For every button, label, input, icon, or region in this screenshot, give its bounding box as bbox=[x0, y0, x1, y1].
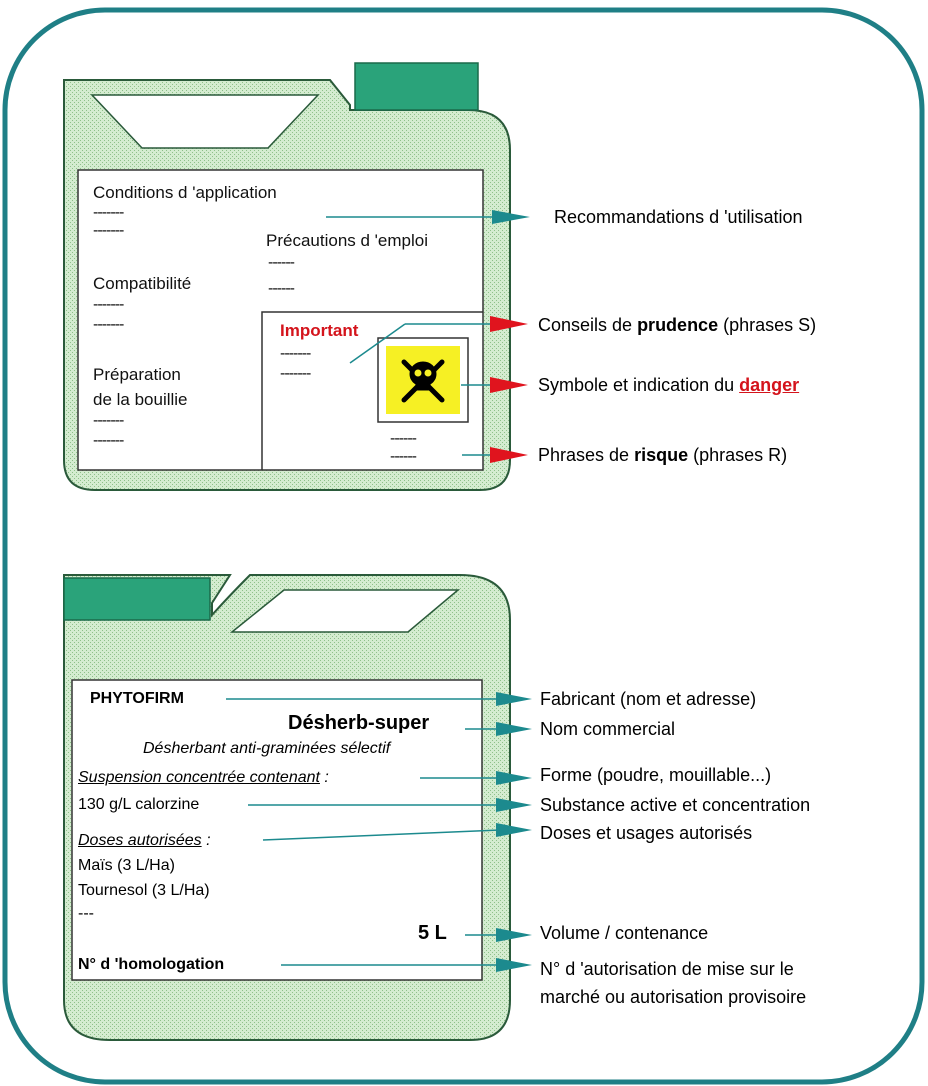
prep-title-1: Préparation bbox=[93, 365, 181, 384]
manufacturer-name: PHYTOFIRM bbox=[90, 690, 184, 707]
arrow-risque bbox=[490, 447, 528, 463]
callout-symbole-pre: Symbole et indication du bbox=[538, 375, 740, 395]
precautions-title: Précautions d 'emploi bbox=[266, 231, 428, 250]
formulation: Suspension concentrée contenant : bbox=[78, 767, 329, 789]
important-line-2: ------- bbox=[280, 365, 311, 382]
conditions-line-2: ------- bbox=[93, 222, 124, 239]
leader-doses bbox=[262, 829, 501, 841]
important-line-1: ------- bbox=[280, 345, 311, 362]
callout-risque: Phrases de risque (phrases R) bbox=[538, 444, 787, 466]
callout-risque-pre: Phrases de bbox=[538, 445, 635, 465]
conditions-line-1: ------- bbox=[93, 204, 124, 221]
doses-title-text: Doses autorisées bbox=[78, 832, 202, 849]
bottom-can-cap bbox=[63, 577, 211, 621]
arrow-forme bbox=[496, 771, 532, 785]
callout-recommandations: Recommandations d 'utilisation bbox=[554, 207, 803, 227]
formulation-suffix: : bbox=[319, 769, 329, 786]
compat-title: Compatibilité bbox=[93, 274, 192, 293]
active-substance: 130 g/L calorzine bbox=[78, 796, 200, 813]
callout-autorisation-1: N° d 'autorisation de mise sur le bbox=[540, 959, 794, 979]
arrow-substance bbox=[496, 798, 532, 812]
dose-mais: Maïs (3 L/Ha) bbox=[78, 857, 175, 874]
callout-forme: Forme (poudre, mouillable...) bbox=[540, 765, 772, 785]
callout-substance: Substance active et concentration bbox=[540, 795, 811, 815]
callout-conseils-bold: prudence bbox=[637, 315, 719, 335]
arrow-doses bbox=[496, 823, 532, 837]
callout-nom-commercial: Nom commercial bbox=[540, 719, 676, 739]
arrow-volume bbox=[496, 928, 532, 942]
precautions-line-1: ------ bbox=[268, 254, 295, 271]
callout-risque-bold: risque bbox=[634, 445, 689, 465]
callout-symbole-danger: danger bbox=[739, 375, 800, 395]
important-title: Important bbox=[280, 321, 359, 340]
callout-conseils: Conseils de prudence (phrases S) bbox=[538, 314, 816, 336]
product-desc: Désherbant anti-graminées sélectif bbox=[143, 740, 391, 757]
arrow-autorisation bbox=[496, 958, 532, 972]
homologation-number: N° d 'homologation bbox=[78, 956, 225, 973]
callout-symbole: Symbole et indication du danger bbox=[538, 374, 799, 396]
compat-line-2: ------- bbox=[93, 316, 124, 333]
callout-conseils-post: (phrases S) bbox=[718, 315, 817, 335]
doses-title: Doses autorisées : bbox=[78, 830, 211, 852]
important-box bbox=[261, 311, 483, 470]
top-can-cap bbox=[354, 62, 479, 111]
arrow-recommandations bbox=[492, 210, 530, 224]
callout-risque-post: (phrases R) bbox=[688, 445, 788, 465]
formulation-text: Suspension concentrée contenant bbox=[78, 769, 320, 786]
skull-crossbones-icon bbox=[401, 359, 445, 403]
risk-line-1: ------ bbox=[390, 430, 417, 447]
product-name: Désherb-super bbox=[288, 712, 430, 734]
bottom-label-area bbox=[71, 679, 483, 981]
conditions-title: Conditions d 'application bbox=[93, 183, 277, 202]
arrow-conseils bbox=[490, 316, 528, 332]
arrow-nom bbox=[496, 722, 532, 736]
bottom-can-handle bbox=[229, 589, 461, 633]
callout-volume: Volume / contenance bbox=[540, 923, 709, 943]
callout-conseils-pre: Conseils de bbox=[538, 315, 638, 335]
risk-line-2: ------ bbox=[390, 448, 417, 465]
prep-line-1: ------- bbox=[93, 412, 124, 429]
dose-tournesol: Tournesol (3 L/Ha) bbox=[78, 882, 210, 899]
top-can-handle bbox=[90, 94, 320, 149]
callout-autorisation-2: marché ou autorisation provisoire bbox=[540, 987, 807, 1007]
arrow-fabricant bbox=[496, 692, 532, 706]
leader-conseils bbox=[349, 323, 406, 364]
precautions-line-2: ------ bbox=[268, 280, 295, 297]
dose-more: --- bbox=[78, 905, 94, 922]
doses-title-suffix: : bbox=[201, 832, 211, 849]
callout-doses: Doses et usages autorisés bbox=[540, 823, 753, 843]
volume-value: 5 L bbox=[418, 922, 447, 944]
prep-title-2: de la bouillie bbox=[93, 390, 188, 409]
arrow-symbole bbox=[490, 377, 528, 393]
prep-line-2: ------- bbox=[93, 432, 124, 449]
compat-line-1: ------- bbox=[93, 296, 124, 313]
callout-fabricant: Fabricant (nom et adresse) bbox=[540, 689, 757, 709]
